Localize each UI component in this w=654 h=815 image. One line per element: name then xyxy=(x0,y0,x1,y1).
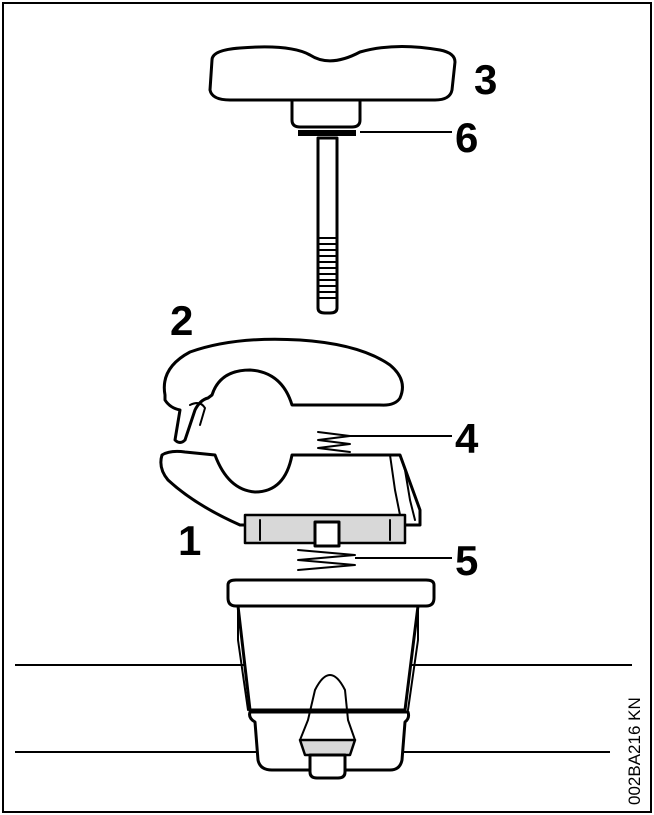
spring-upper xyxy=(317,431,351,453)
figure-code: 002BA216 KN xyxy=(625,697,644,805)
bolt xyxy=(316,136,339,315)
label-washer: 6 xyxy=(455,114,478,161)
label-knob: 3 xyxy=(474,56,497,103)
spring-lower xyxy=(297,549,356,571)
star-knob xyxy=(208,44,457,129)
washer xyxy=(298,130,356,136)
label-spring-upper: 4 xyxy=(455,415,479,462)
label-spring-lower: 5 xyxy=(455,537,478,584)
label-clamp-bottom: 1 xyxy=(178,517,201,564)
clamp-upper-half xyxy=(162,337,404,444)
mount-housing xyxy=(226,578,436,780)
clamp-lower-half xyxy=(159,449,422,548)
label-clamp-top: 2 xyxy=(170,297,193,344)
